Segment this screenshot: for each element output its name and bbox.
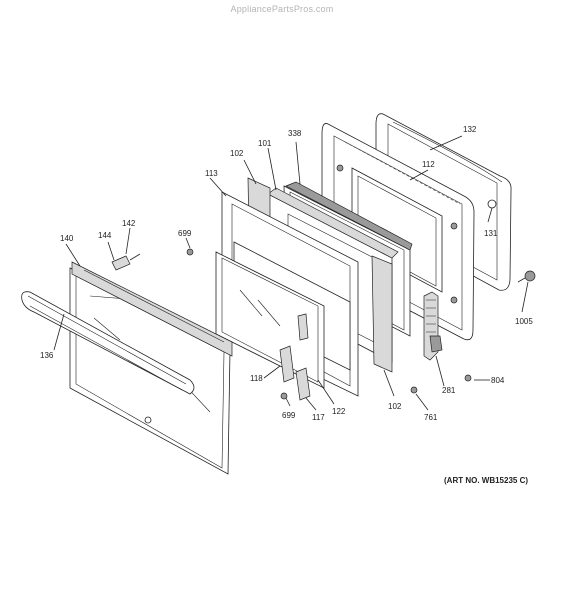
callout-136: 136 — [40, 351, 54, 360]
part-102-insulation-right — [371, 255, 393, 373]
callout-1005: 1005 — [515, 317, 533, 326]
part-117-glass-bracket — [295, 313, 311, 401]
callout-140: 140 — [60, 234, 74, 243]
callout-112: 112 — [422, 160, 435, 169]
part-804-screw — [464, 374, 472, 382]
part-281-hinge — [423, 291, 443, 361]
callout-281: 281 — [442, 386, 456, 395]
part-699-screw-upper — [186, 248, 194, 256]
part-140-vent-trim — [71, 261, 233, 357]
callout-113: 113 — [205, 169, 218, 178]
callout-131: 131 — [484, 229, 498, 238]
part-144-door-handle — [21, 291, 195, 395]
part-122-inner-glass — [215, 251, 325, 389]
callout-142: 142 — [122, 219, 136, 228]
callout-144: 144 — [98, 231, 112, 240]
art-number-label: (ART NO. WB15235 C) — [444, 476, 529, 485]
part-118-glass-bracket — [279, 345, 295, 383]
callout-338: 338 — [288, 129, 302, 138]
callout-699-lower: 699 — [282, 411, 296, 420]
callout-102-upper: 102 — [230, 149, 244, 158]
part-761-screw — [410, 386, 418, 394]
part-1005-bumper — [517, 270, 536, 283]
callout-804: 804 — [491, 376, 505, 385]
part-131-screw — [487, 199, 497, 209]
callout-117: 117 — [312, 413, 325, 422]
callout-761: 761 — [424, 413, 438, 422]
callout-101: 101 — [258, 139, 272, 148]
callout-699-upper: 699 — [178, 229, 192, 238]
callout-102-lower: 102 — [388, 402, 402, 411]
callout-132: 132 — [463, 125, 477, 134]
part-699-screw-lower — [280, 392, 288, 400]
callout-118: 118 — [250, 374, 263, 383]
callout-122: 122 — [332, 407, 346, 416]
leader-lines — [53, 135, 529, 411]
part-142-handle-end-cap — [111, 253, 141, 271]
site-watermark: AppliancePartsPros.com — [230, 4, 334, 14]
